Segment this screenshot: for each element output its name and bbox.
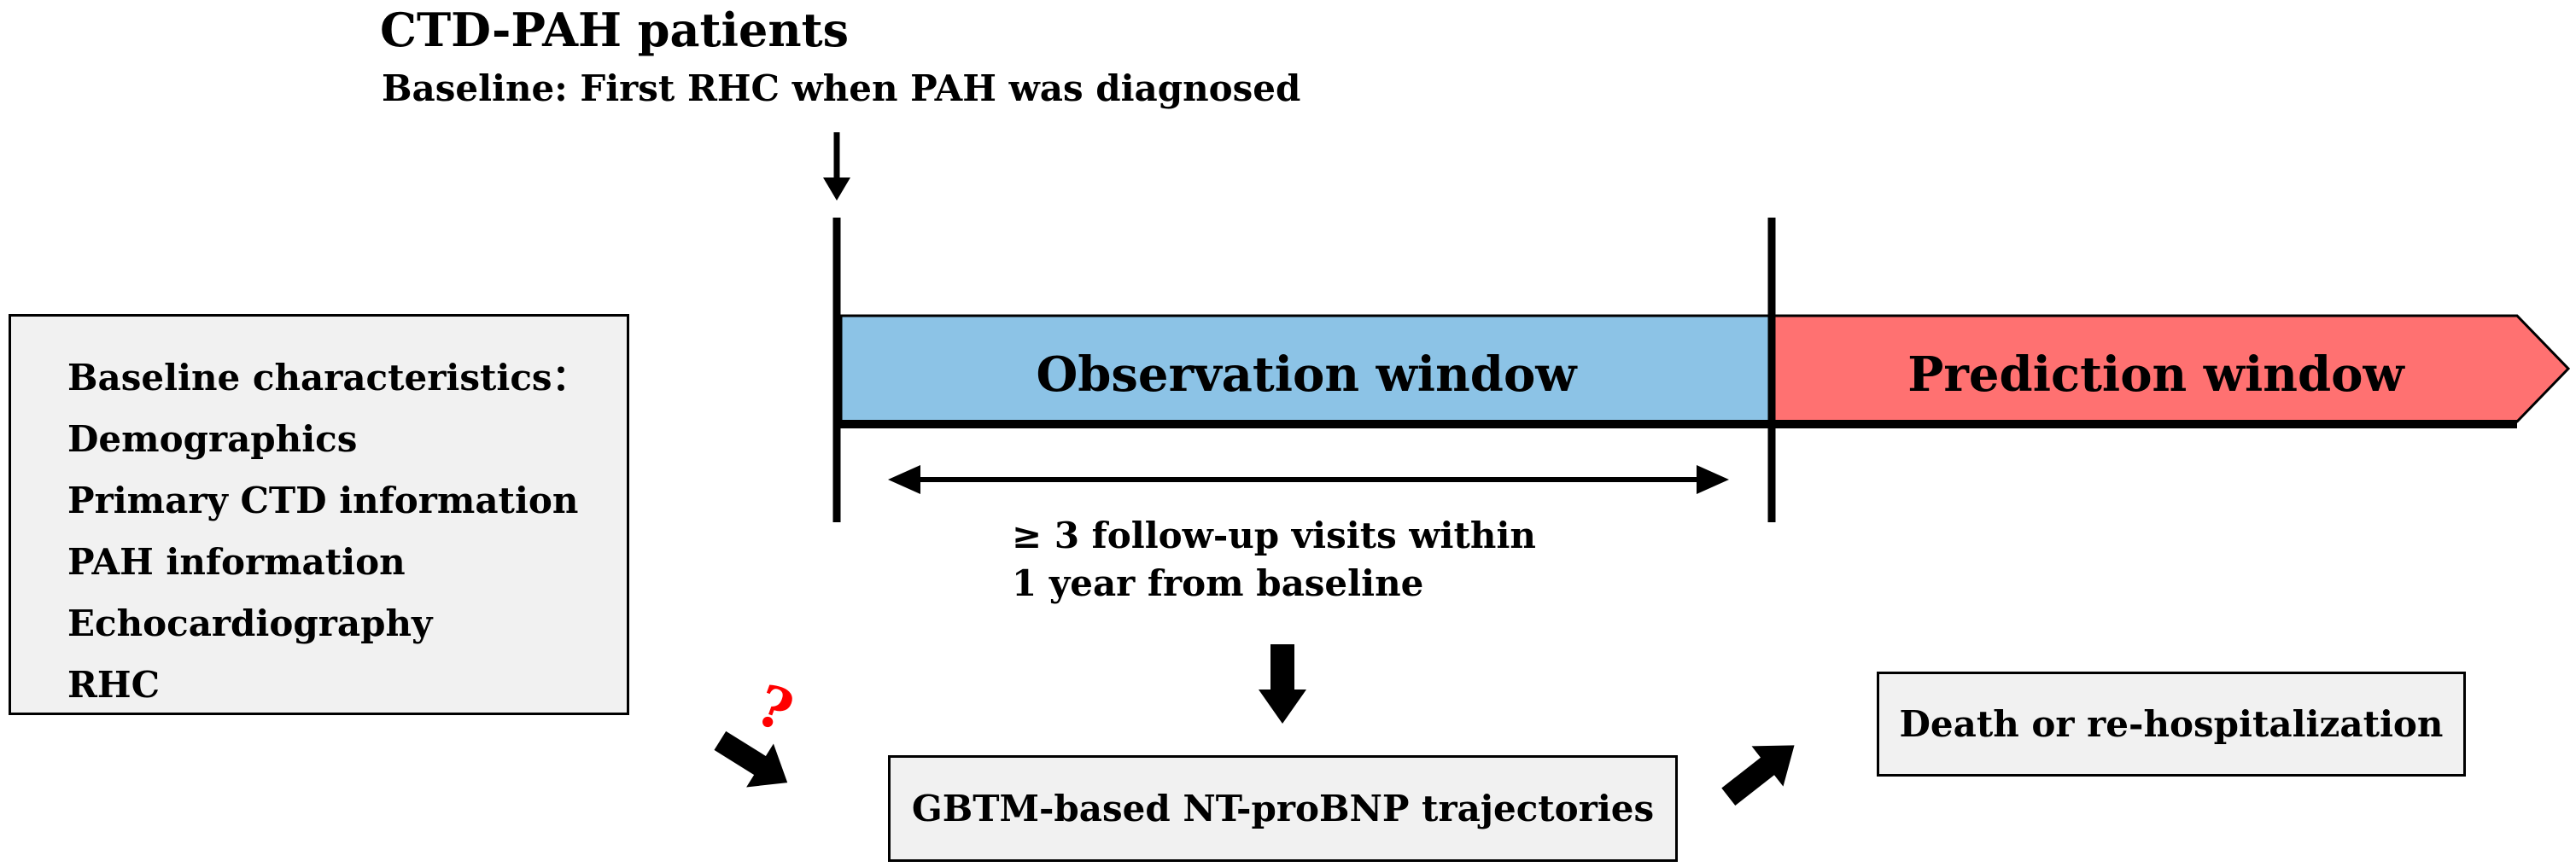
baseline-to-trajectories-arrow — [714, 730, 788, 788]
observation-span-arrow — [888, 465, 1729, 494]
prediction-window-label: Prediction window — [1907, 346, 2404, 403]
baseline-definition: Baseline: First RHC when PAH was diagnos… — [382, 67, 1301, 109]
diagram-title: CTD-PAH patients — [380, 3, 849, 57]
follow-up-criteria: ≥ 3 follow-up visits within 1 year from … — [1012, 512, 1536, 608]
outcome-box: Death or re-hospitalization — [1877, 672, 2466, 777]
baseline-characteristics-heading: Baseline characteristics： — [67, 357, 588, 399]
baseline-item: Demographics — [67, 418, 358, 460]
baseline-item: Echocardiography — [67, 602, 433, 644]
to-trajectories-arrow — [1259, 644, 1306, 724]
baseline-down-arrow — [823, 132, 850, 201]
observation-window-band — [839, 314, 1773, 424]
baseline-characteristics-box: Baseline characteristics： Demographics P… — [9, 314, 629, 715]
observation-window-label: Observation window — [1036, 346, 1577, 403]
trajectories-to-outcome-arrow — [1721, 745, 1795, 806]
baseline-item: PAH information — [67, 541, 406, 583]
baseline-item: RHC — [67, 664, 161, 706]
follow-up-criteria-line2: 1 year from baseline — [1012, 562, 1424, 604]
baseline-item: Primary CTD information — [67, 480, 579, 521]
outcome-label: Death or re-hospitalization — [1899, 703, 2444, 745]
trajectories-label: GBTM-based NT-proBNP trajectories — [911, 788, 1655, 829]
trajectories-box: GBTM-based NT-proBNP trajectories — [888, 755, 1678, 862]
follow-up-criteria-line1: ≥ 3 follow-up visits within — [1012, 515, 1536, 556]
